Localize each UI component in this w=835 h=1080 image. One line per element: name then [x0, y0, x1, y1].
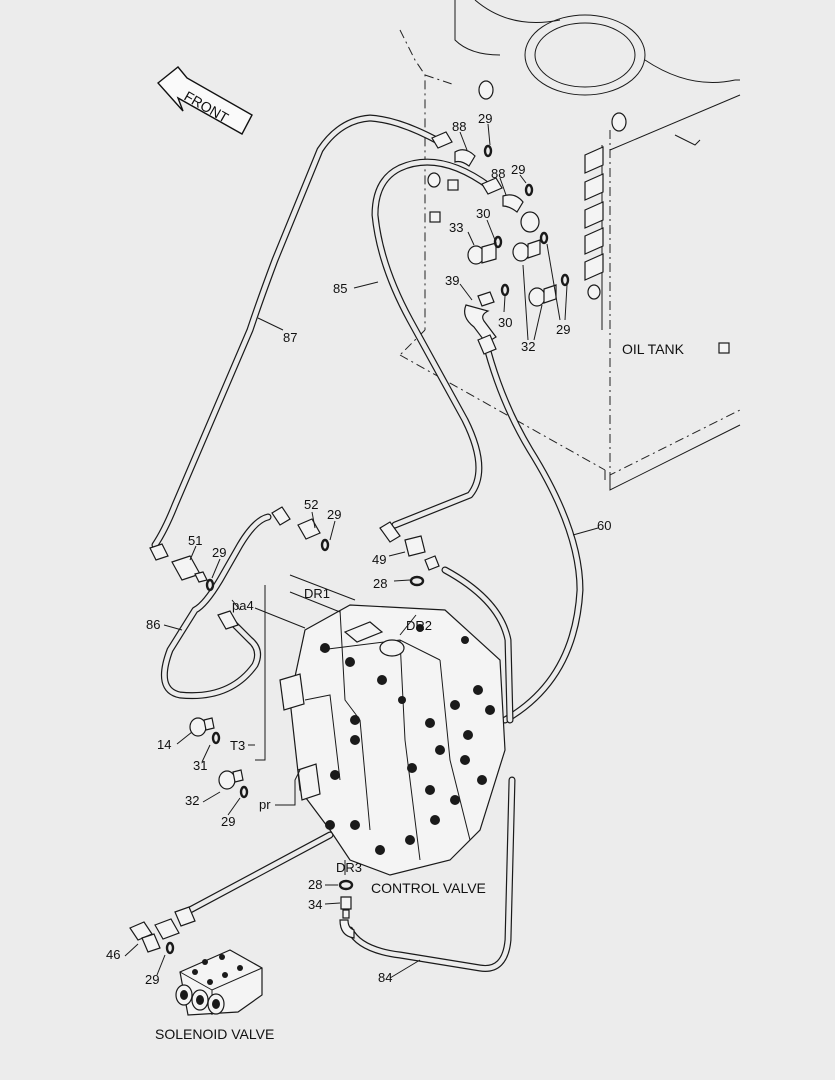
callout-14: 14 [157, 737, 171, 752]
callout-28: 28 [308, 877, 322, 892]
elbow-39 [464, 283, 510, 355]
port-labels: pa4 DR1 DR2 DR3 T3 pr [230, 586, 432, 875]
callout-84: 84 [378, 970, 392, 985]
port-dr3: DR3 [336, 860, 362, 875]
callout-87: 87 [283, 330, 297, 345]
solenoid-valve-label: SOLENOID VALVE [155, 1026, 274, 1042]
callout-33: 33 [449, 220, 463, 235]
fitting-52 [271, 506, 330, 552]
front-direction-arrow: FRONT [156, 66, 253, 135]
callout-28: 28 [373, 576, 387, 591]
callout-32: 32 [185, 793, 199, 808]
elbow-49 [379, 521, 440, 587]
port-dr1: DR1 [304, 586, 330, 601]
hose-87 [151, 114, 444, 549]
fitting-88-upper [431, 131, 493, 167]
callout-86: 86 [146, 617, 160, 632]
valve-bolts [320, 624, 495, 855]
callout-numbers: 88 29 88 29 30 33 39 30 32 29 85 87 52 2… [106, 111, 611, 987]
tank-ports [520, 146, 604, 300]
callout-30: 30 [498, 315, 512, 330]
hose-84 [346, 776, 516, 972]
callout-34: 34 [308, 897, 322, 912]
callout-30: 30 [476, 206, 490, 221]
callout-52: 52 [304, 497, 318, 512]
component-labels: OIL TANK CONTROL VALVE SOLENOID VALVE [155, 341, 685, 1042]
callout-29: 29 [145, 972, 159, 987]
hose-85 [371, 158, 494, 529]
port-pa4: pa4 [232, 598, 254, 613]
callout-31: 31 [193, 758, 207, 773]
callout-88: 88 [491, 166, 505, 181]
callout-60: 60 [597, 518, 611, 533]
callout-29: 29 [212, 545, 226, 560]
callout-29: 29 [478, 111, 492, 126]
callout-85: 85 [333, 281, 347, 296]
oil-tank-outline [399, 0, 741, 491]
plug-32-lower [528, 273, 570, 307]
fitting-pa4 [217, 610, 239, 630]
hose-solenoid-line [186, 831, 334, 914]
fitting-dr3 [338, 879, 355, 939]
callout-29: 29 [511, 162, 525, 177]
leader-lines [124, 123, 599, 979]
callout-29: 29 [221, 814, 235, 829]
tee-46 [129, 906, 196, 955]
port-pr: pr [259, 797, 271, 812]
callout-29: 29 [556, 322, 570, 337]
port-dr2: DR2 [406, 618, 432, 633]
control-valve-label: CONTROL VALVE [371, 880, 486, 896]
tank-boss [427, 80, 730, 354]
solenoid-valve-body [175, 949, 263, 1016]
hose-86 [160, 513, 272, 700]
callout-51: 51 [188, 533, 202, 548]
callout-29: 29 [327, 507, 341, 522]
plug-14 [189, 717, 221, 745]
fitting-88-lower [481, 177, 534, 213]
callout-88: 88 [452, 119, 466, 134]
callout-32: 32 [521, 339, 535, 354]
callout-46: 46 [106, 947, 120, 962]
control-valve-body [279, 604, 506, 876]
hose-60 [441, 336, 584, 724]
plug-32-upper [512, 231, 549, 262]
plug-33 [467, 235, 503, 265]
plug-32-left [218, 769, 249, 799]
callout-39: 39 [445, 273, 459, 288]
fitting-51 [149, 543, 215, 592]
callout-49: 49 [372, 552, 386, 567]
port-t3: T3 [230, 738, 245, 753]
oil-tank-label: OIL TANK [622, 341, 685, 357]
